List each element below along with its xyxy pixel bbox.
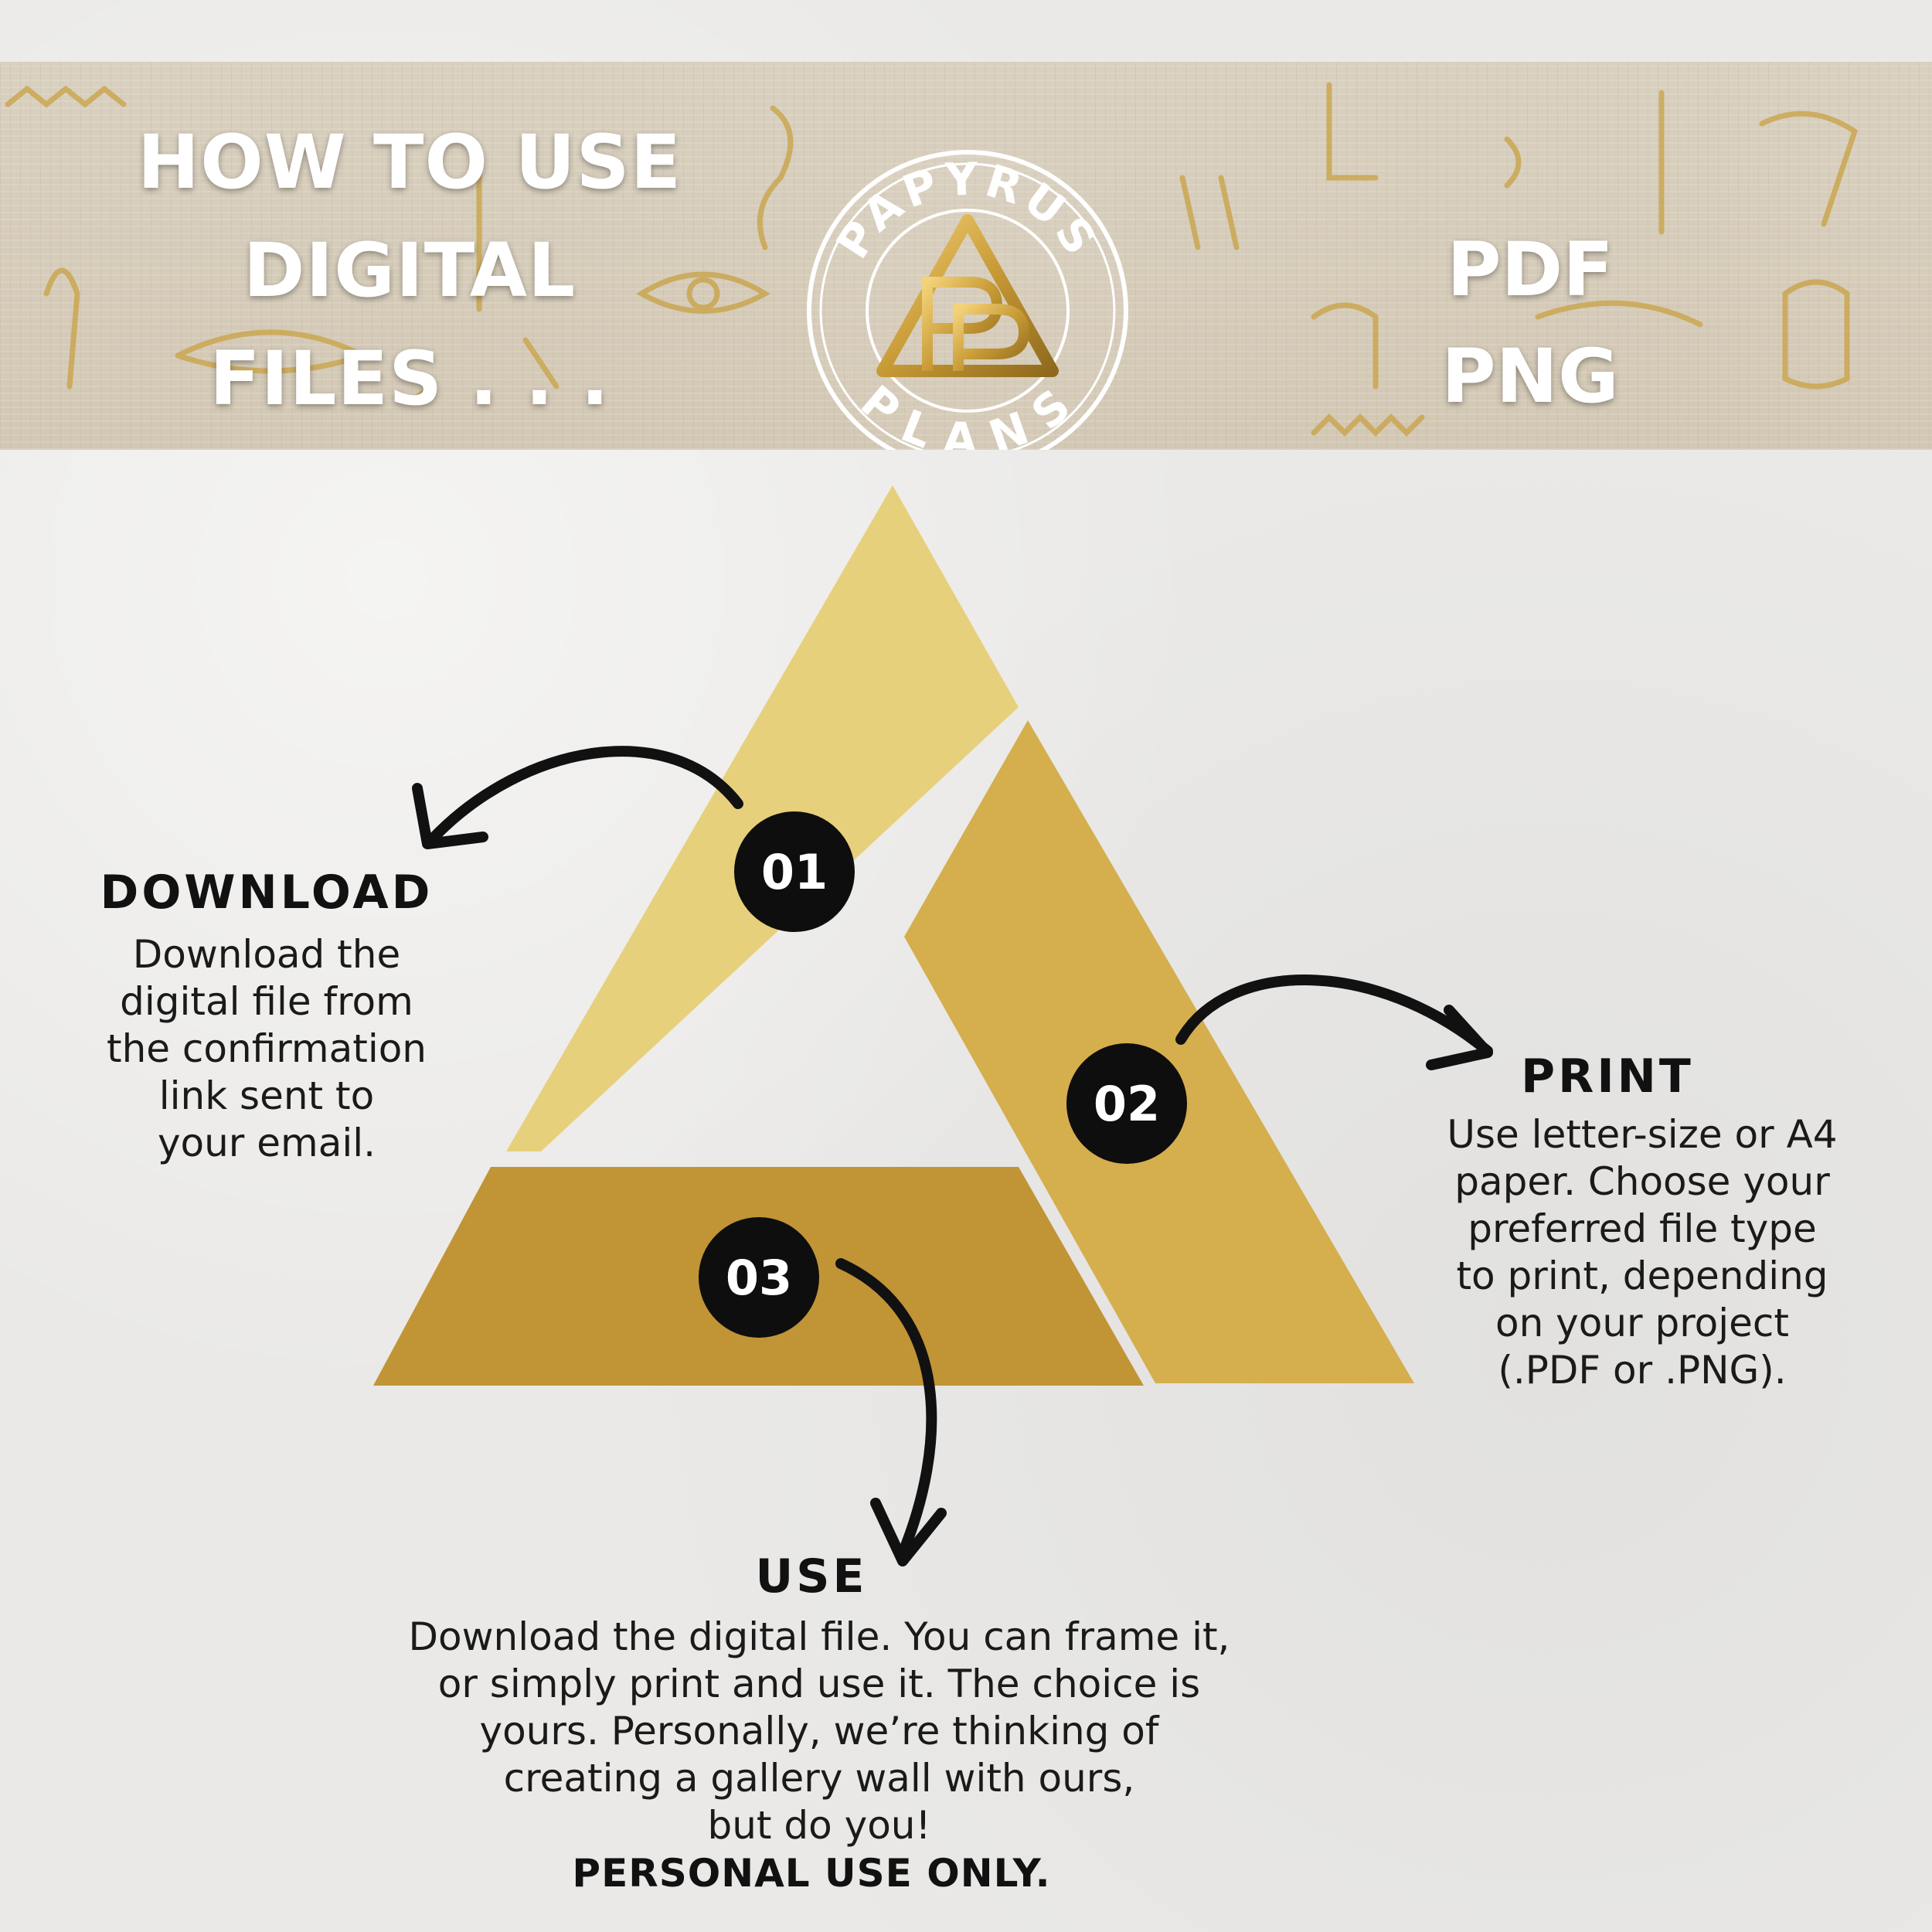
logo-monogram-icon	[876, 214, 1059, 377]
arrow-use	[835, 1258, 937, 1559]
hieroglyph-decoration	[5, 82, 1859, 437]
banner-title: HOW TO USE DIGITAL FILES . . .	[116, 108, 703, 433]
format-pdf: PDF	[1447, 226, 1614, 313]
personal-use-note: PERSONAL USE ONLY.	[572, 1851, 1051, 1896]
banner-title-line: HOW TO USE	[137, 119, 682, 206]
badge-02: 02	[1066, 1043, 1187, 1164]
papyrus-plans-logo: PAPYRUS PLANS	[807, 150, 1128, 450]
file-formats: PDF PNG	[1376, 216, 1685, 430]
step-01-description: Download the digital file from the confi…	[106, 932, 427, 1165]
segment-02	[904, 720, 1414, 1383]
badge-03: 03	[699, 1217, 819, 1338]
step-02-description: Use letter-size or A4 paper. Choose your…	[1447, 1112, 1838, 1393]
step-03-description: Download the digital file. You can frame…	[408, 1614, 1230, 1848]
badge-01: 01	[734, 811, 855, 932]
segment-01	[506, 485, 1019, 1151]
step-02-title: PRINT	[1521, 1049, 1694, 1104]
badge-03-number: 03	[726, 1250, 792, 1306]
arrow-print-head	[1426, 1005, 1493, 1070]
banner-title-line: FILES . . .	[209, 335, 610, 422]
badge-02-number: 02	[1094, 1076, 1160, 1132]
step-01-title: DOWNLOAD	[100, 866, 434, 920]
format-png: PNG	[1441, 333, 1619, 420]
header-banner: HOW TO USE DIGITAL FILES . . . PDF PNG P…	[0, 62, 1932, 450]
papyrus-texture	[0, 62, 1932, 450]
arrow-download	[427, 746, 743, 844]
step-03-title: USE	[755, 1549, 868, 1604]
arrow-use-head	[870, 1498, 947, 1566]
arrow-print	[1175, 975, 1493, 1056]
badge-01-number: 01	[761, 844, 828, 900]
arrow-download-head	[412, 783, 488, 849]
banner-title-line: DIGITAL	[243, 227, 577, 314]
